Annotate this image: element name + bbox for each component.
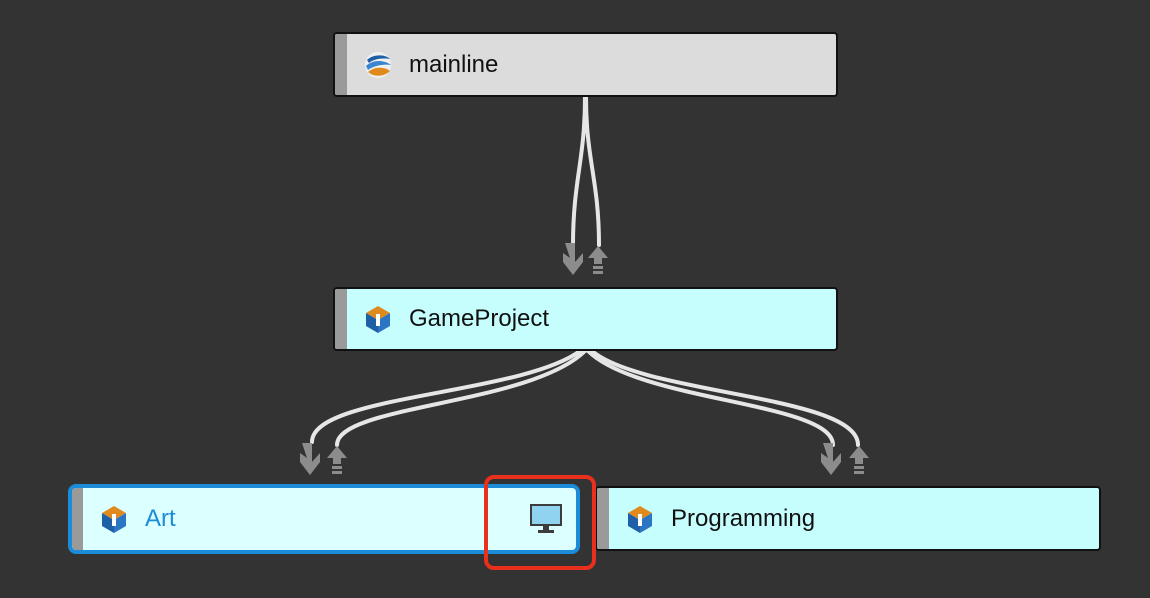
stream-node-art[interactable]: Art <box>68 484 580 554</box>
merge-down-arrow-icon <box>821 443 841 475</box>
connector-gameproject-art-left <box>310 349 582 444</box>
stream-label: GameProject <box>409 305 550 332</box>
merge-down-arrow-icon <box>300 443 320 475</box>
mainline-stream-icon <box>363 50 393 80</box>
connector-gameproject-art-right <box>335 349 587 447</box>
stream-label: Programming <box>671 504 816 532</box>
copy-up-arrow-icon <box>849 446 869 474</box>
stream-node-programming[interactable]: Programming <box>595 486 1101 551</box>
copy-up-arrow-icon <box>327 446 347 474</box>
node-drag-handle[interactable] <box>335 34 347 95</box>
monitor-icon[interactable] <box>528 502 564 536</box>
connector-mainline-gameproject-left <box>571 95 587 247</box>
development-stream-icon <box>625 504 655 534</box>
node-drag-handle[interactable] <box>72 488 83 550</box>
connector-mainline-gameproject-right <box>584 95 601 247</box>
development-stream-icon <box>99 504 129 534</box>
copy-up-arrow-icon <box>588 246 608 274</box>
development-stream-icon <box>363 304 393 334</box>
stream-label: mainline <box>409 50 499 78</box>
connector-gameproject-programming-right <box>590 349 860 447</box>
stream-node-gameproject[interactable]: GameProject <box>333 287 838 351</box>
node-drag-handle[interactable] <box>335 289 347 349</box>
connector-gameproject-programming-left <box>586 349 835 447</box>
stream-node-mainline[interactable]: mainline <box>333 32 838 97</box>
merge-down-arrow-icon <box>563 243 583 275</box>
stream-label: Art <box>145 505 176 532</box>
node-drag-handle[interactable] <box>597 488 609 549</box>
